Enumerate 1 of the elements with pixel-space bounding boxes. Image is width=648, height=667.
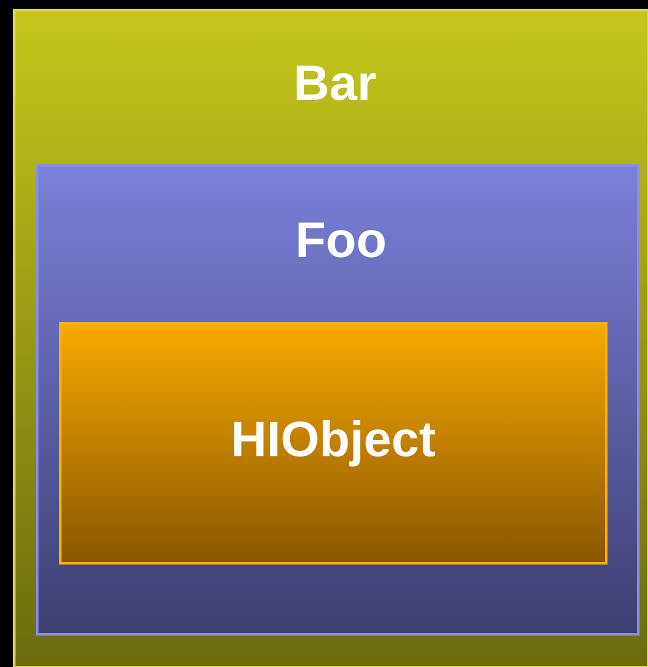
- inner-box: HIObject: [59, 322, 608, 564]
